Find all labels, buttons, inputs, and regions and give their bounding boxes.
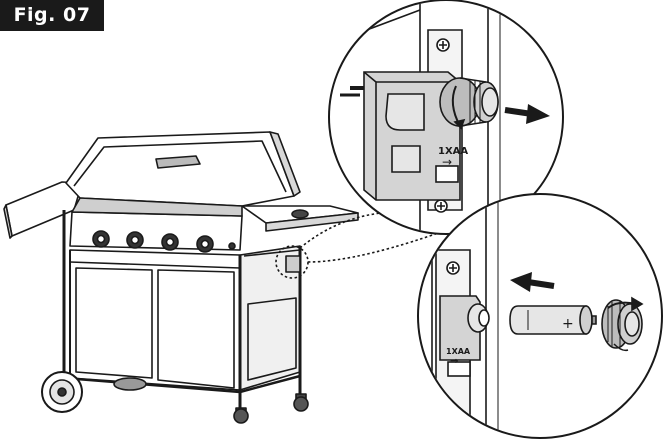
bbq-grill bbox=[3, 131, 359, 424]
ignition-button bbox=[228, 242, 236, 250]
arrow-left-icon bbox=[510, 272, 555, 292]
module-battery-label: 1XAA bbox=[438, 146, 468, 157]
battery-polarity: + bbox=[562, 316, 574, 332]
detail-circle-battery: + 1XAA → bbox=[417, 193, 663, 439]
caster-wheel bbox=[233, 407, 249, 424]
detail-battery-label: 1XAA bbox=[446, 347, 471, 356]
grill-ignition-module-location bbox=[285, 255, 301, 273]
detail-direction-arrow: → bbox=[450, 356, 458, 367]
caster-wheel bbox=[293, 393, 309, 412]
battery-cap bbox=[601, 299, 643, 349]
burner-knobs bbox=[92, 230, 214, 253]
cabinet-door-left bbox=[75, 267, 153, 379]
arrow-right-icon bbox=[504, 104, 550, 124]
gas-tank-hint bbox=[113, 377, 147, 391]
detail-circle-module: 1XAA → bbox=[328, 0, 564, 235]
large-wheel bbox=[41, 371, 83, 413]
lid-handle bbox=[155, 155, 201, 169]
cabinet-door-right bbox=[157, 269, 235, 389]
screw-icon bbox=[434, 199, 448, 213]
side-burner-knob bbox=[291, 209, 309, 219]
screw-icon bbox=[446, 261, 460, 275]
callout-leader bbox=[299, 211, 393, 249]
grill-lid bbox=[65, 131, 295, 207]
module-direction-arrow: → bbox=[442, 155, 452, 169]
figure-label: Fig. 07 bbox=[0, 0, 104, 31]
aa-battery-icon bbox=[509, 305, 597, 335]
screw-icon bbox=[436, 38, 450, 52]
battery-cap-knob bbox=[439, 77, 499, 127]
